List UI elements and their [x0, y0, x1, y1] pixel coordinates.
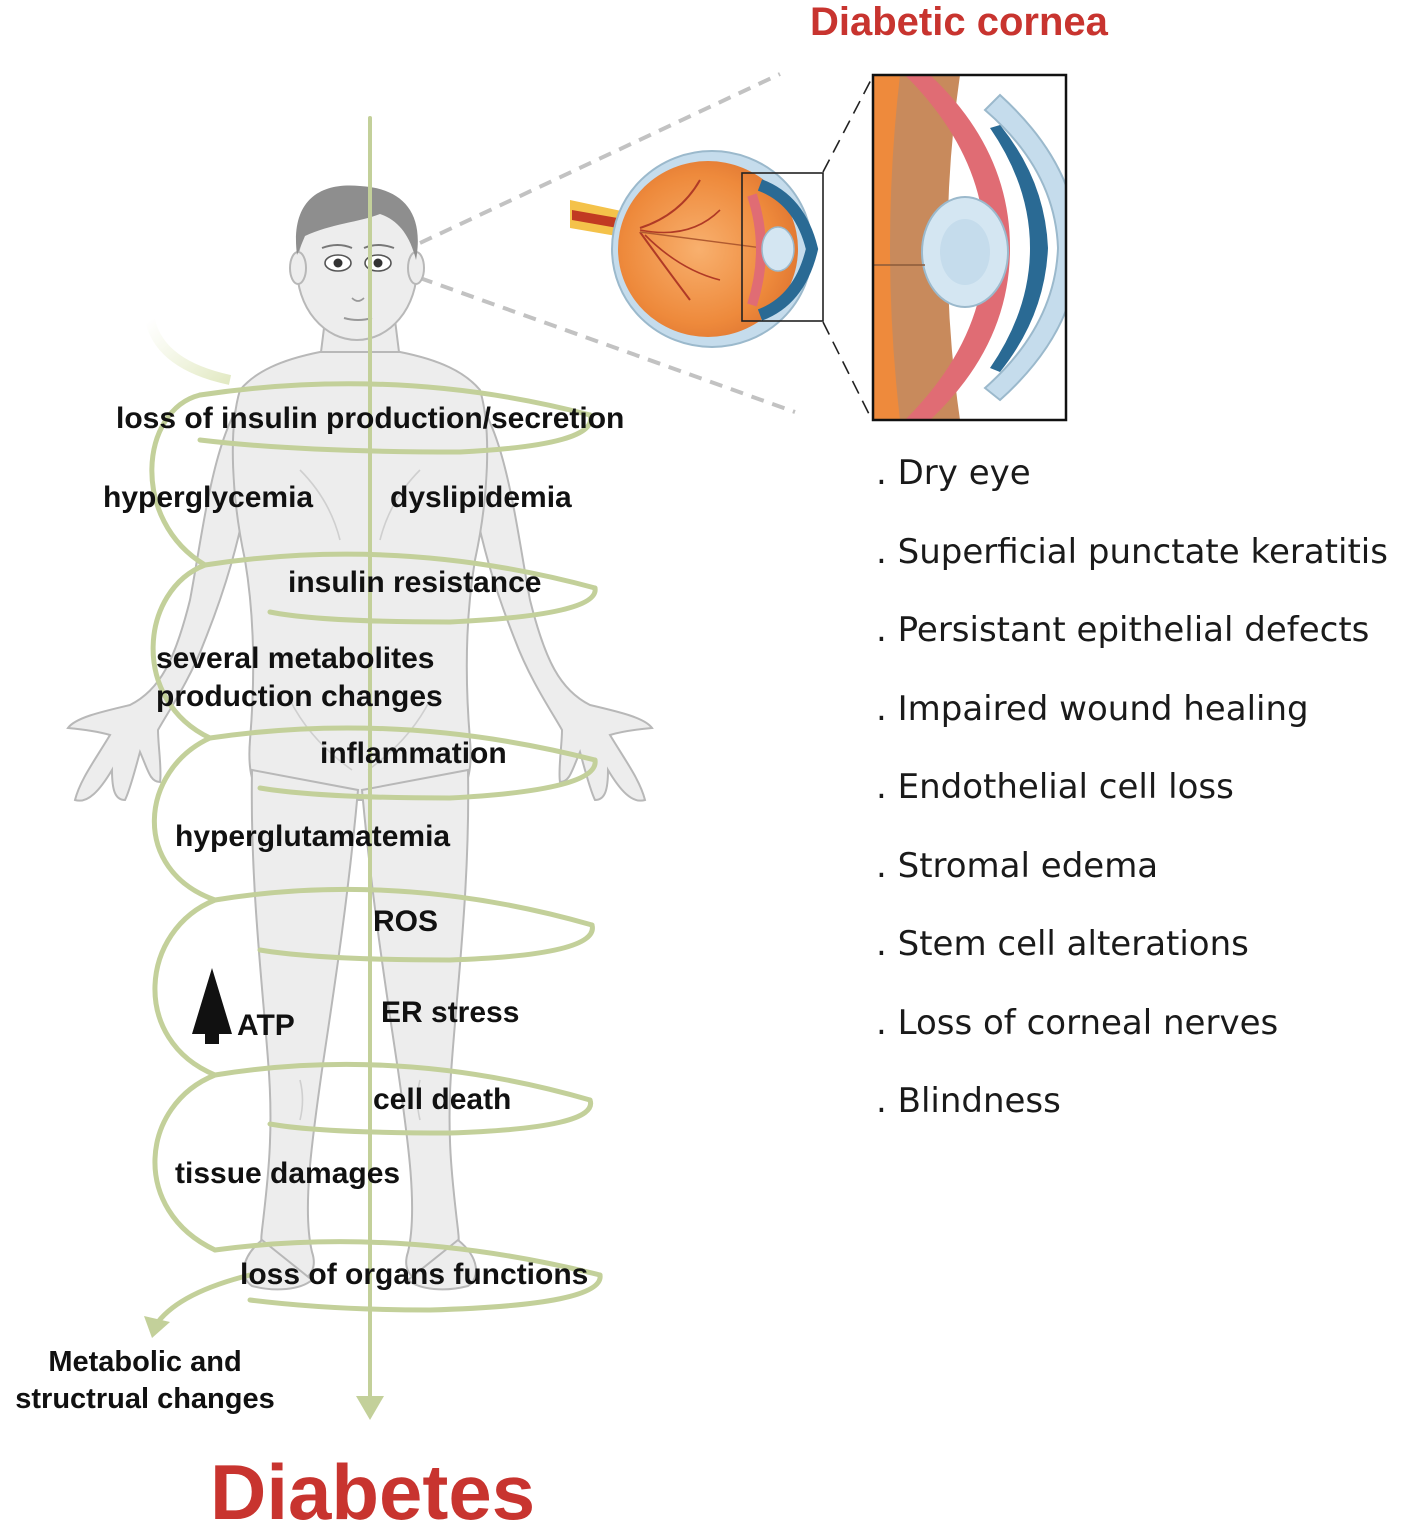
outcome-line2: structrual changes: [15, 1383, 275, 1416]
label-inflammation: inflammation: [320, 737, 507, 770]
head-illustration: [289, 185, 425, 341]
complication-item: . Superficial punctate keratitis: [876, 531, 1388, 572]
cornea-complications-list: . Dry eye . Superficial punctate keratit…: [876, 450, 1388, 1157]
complication-item: . Impaired wound healing: [876, 688, 1309, 729]
label-metabolites-line1: several metabolites: [156, 642, 435, 675]
label-organ-loss: loss of organs functions: [240, 1258, 589, 1291]
label-hyperglycemia: hyperglycemia: [103, 481, 314, 514]
label-metabolites-line2: production changes: [156, 680, 443, 713]
cornea-zoom-illustration: [871, 73, 1068, 422]
complication-item: . Persistant epithelial defects: [876, 610, 1370, 650]
label-atp: ATP: [237, 1009, 295, 1042]
outcome-label: Metabolic and structrual changes: [0, 1344, 290, 1418]
human-body-illustration: [66, 319, 654, 1291]
label-cell-death: cell death: [373, 1083, 512, 1116]
zoom-connector-lines: [419, 72, 873, 421]
complication-item: . Dry eye: [876, 453, 1031, 493]
label-insulin-loss: loss of insulin production/secretion: [116, 402, 625, 435]
complication-item: . Stromal edema: [876, 845, 1159, 886]
label-ros: ROS: [373, 905, 439, 938]
complication-item: . Endothelial cell loss: [876, 767, 1234, 807]
diabetic-cornea-title: Diabetic cornea: [810, 0, 1108, 44]
glow-accent: [145, 318, 232, 385]
metabolic-spiral: [144, 116, 603, 1420]
complication-item: . Blindness: [876, 1081, 1061, 1121]
label-dyslipidemia: dyslipidemia: [390, 481, 572, 514]
atp-up-arrow-icon: [192, 968, 232, 1044]
label-hyperglutamatemia: hyperglutamatemia: [175, 820, 451, 853]
diabetes-title: Diabetes: [210, 1448, 536, 1530]
eye-globe-illustration: [570, 150, 824, 348]
body-details: [289, 469, 431, 1121]
complication-item: . Loss of corneal nerves: [876, 1002, 1279, 1043]
complication-item: . Stem cell alterations: [876, 924, 1249, 964]
outcome-line1: Metabolic and: [48, 1346, 242, 1378]
label-er-stress: ER stress: [381, 996, 520, 1029]
label-tissue-damages: tissue damages: [175, 1157, 401, 1190]
label-insulin-resistance: insulin resistance: [288, 566, 542, 599]
